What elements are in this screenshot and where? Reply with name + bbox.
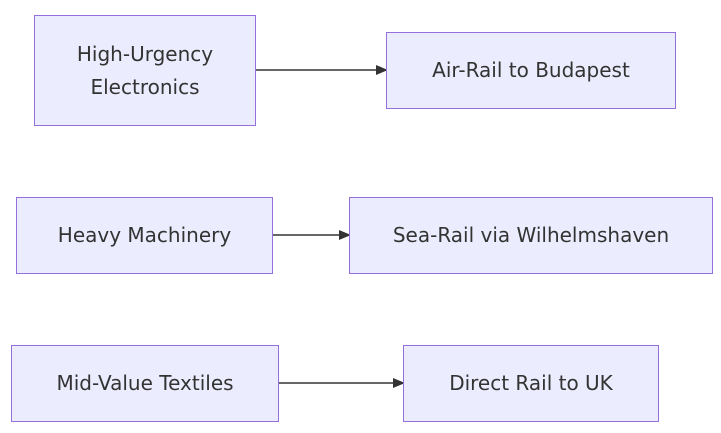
node-label: Air-Rail to Budapest — [432, 58, 630, 82]
node-mid-value-textiles[interactable]: Mid-Value Textiles — [11, 345, 279, 422]
node-label: Mid-Value Textiles — [56, 371, 234, 395]
node-direct-rail-to-uk[interactable]: Direct Rail to UK — [403, 345, 659, 422]
node-label: Direct Rail to UK — [449, 371, 613, 395]
node-label: Heavy Machinery — [57, 223, 232, 247]
node-heavy-machinery[interactable]: Heavy Machinery — [16, 197, 273, 274]
node-air-rail-to-budapest[interactable]: Air-Rail to Budapest — [386, 32, 676, 109]
node-high-urgency-electronics[interactable]: High-Urgency Electronics — [34, 15, 256, 126]
node-label: High-Urgency Electronics — [76, 41, 214, 99]
node-label: Sea-Rail via Wilhelmshaven — [392, 223, 670, 247]
node-sea-rail-via-wilhelmshaven[interactable]: Sea-Rail via Wilhelmshaven — [349, 197, 713, 274]
